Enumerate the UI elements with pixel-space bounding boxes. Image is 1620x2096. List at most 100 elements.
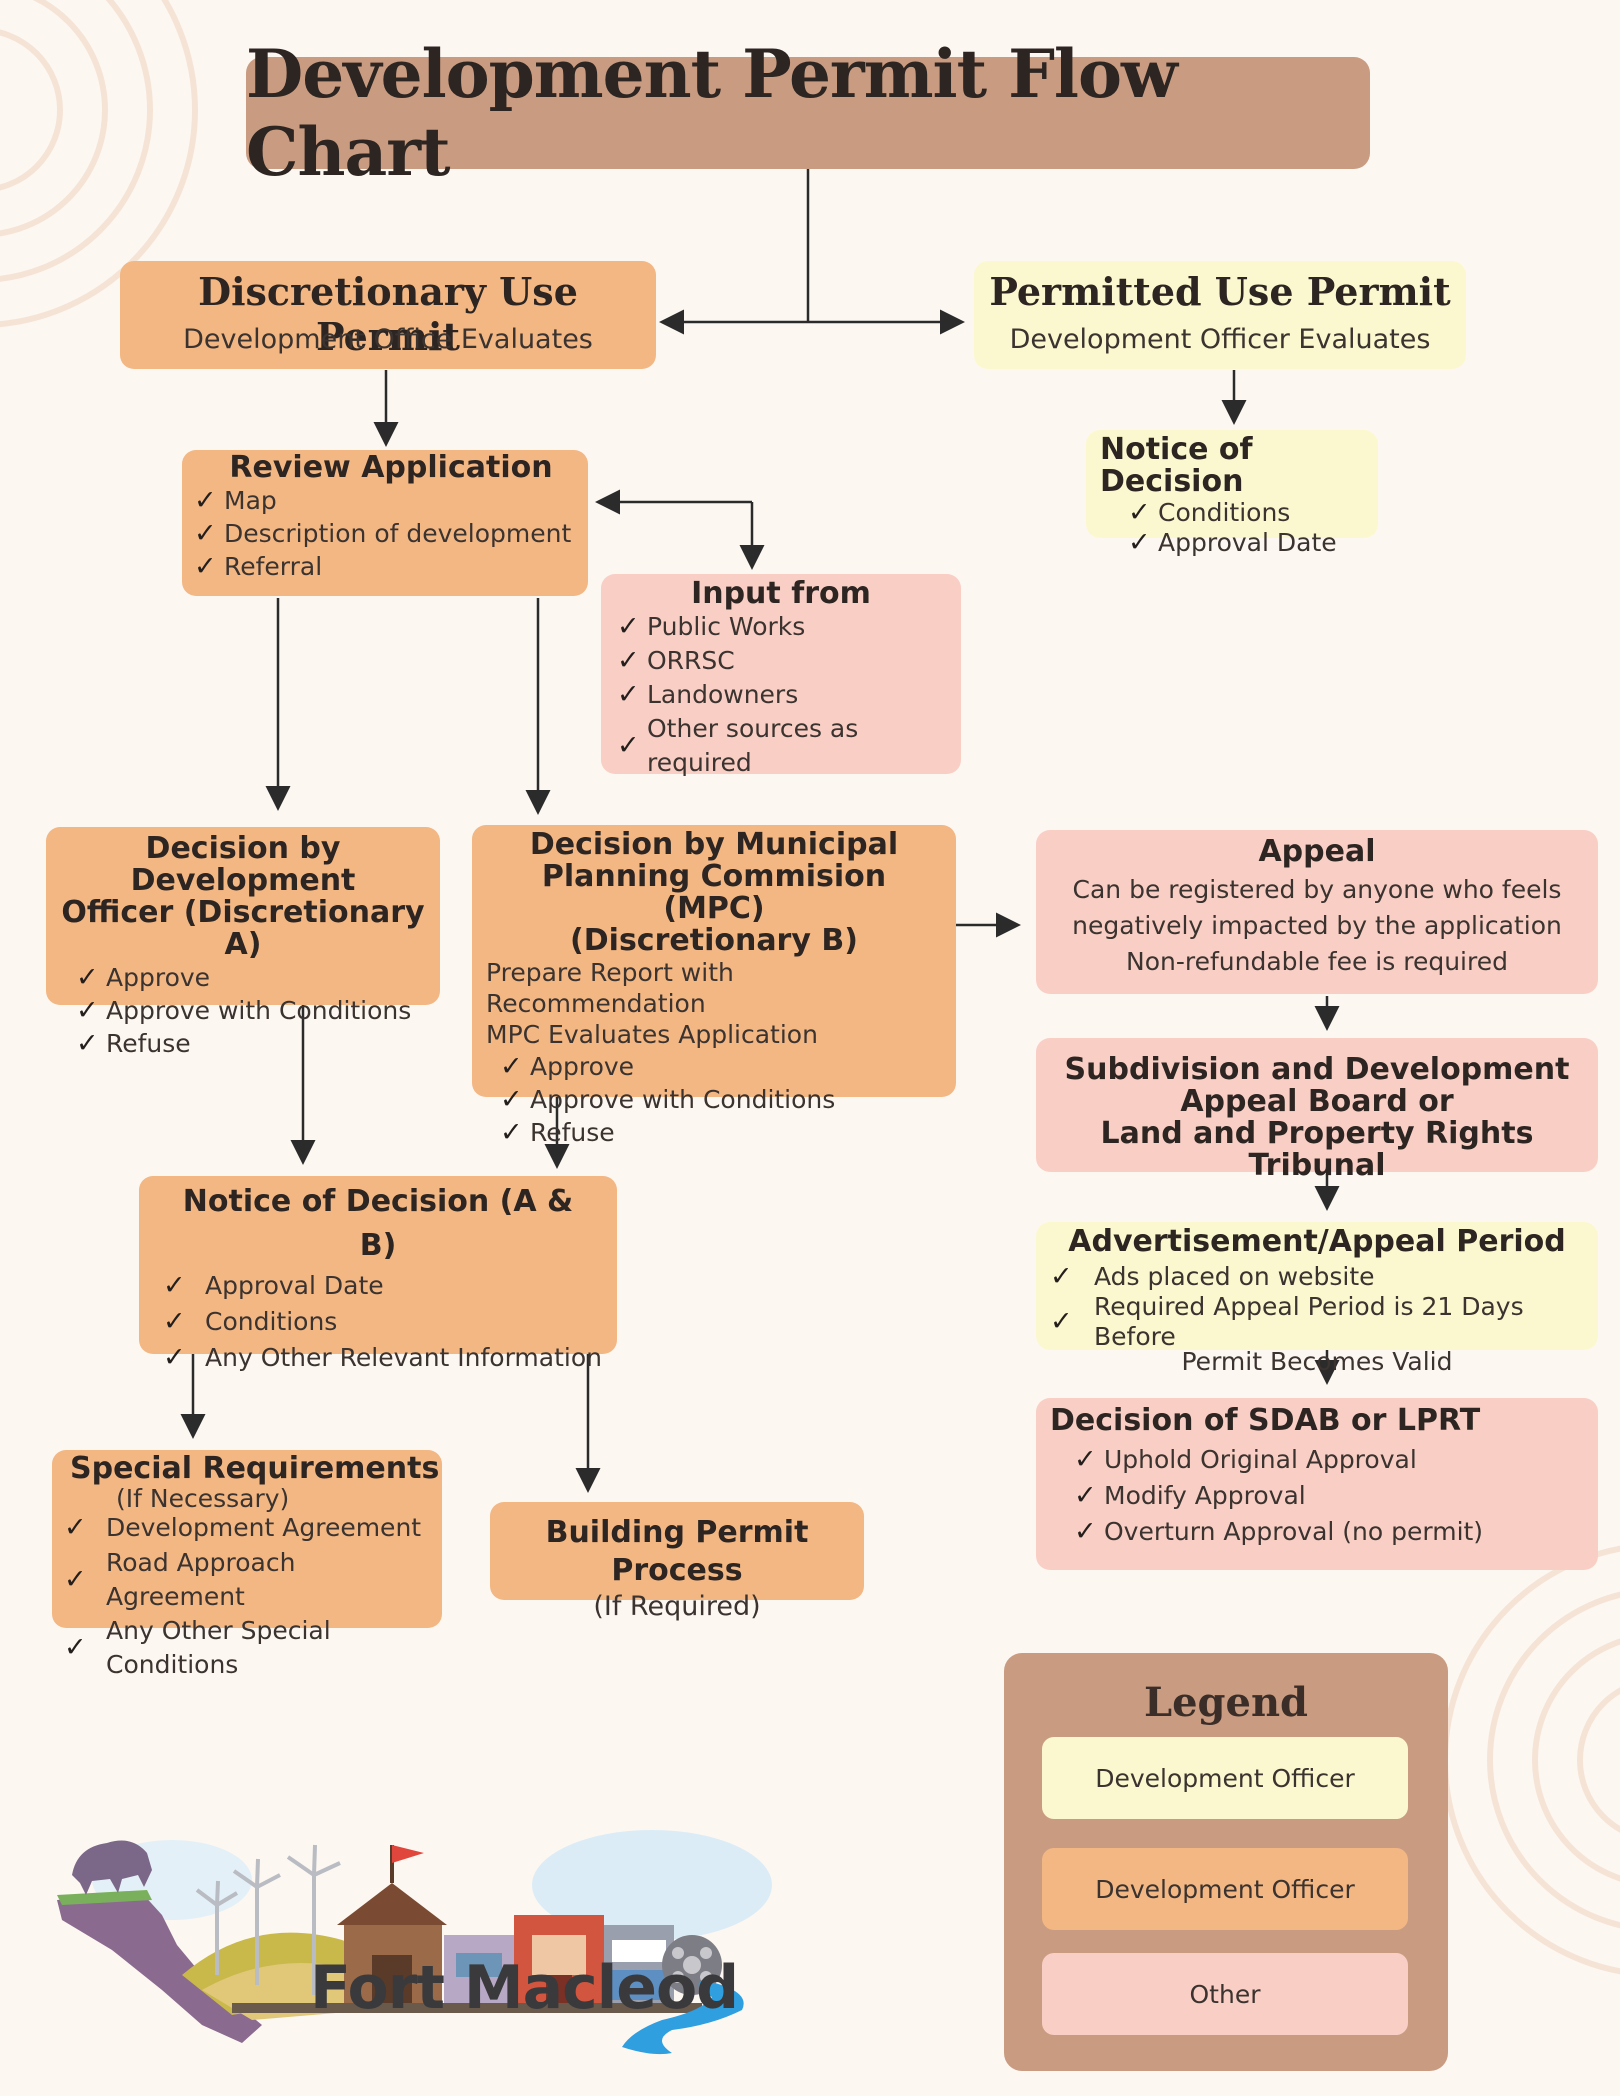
check-icon: ✓ <box>76 995 99 1026</box>
check-icon: ✓ <box>1128 527 1151 558</box>
check-icon: ✓ <box>76 1028 99 1059</box>
discretionary-use-box: Discretionary Use Permit Development Off… <box>120 261 656 369</box>
review-title: Review Application <box>229 450 553 485</box>
check-icon: ✓ <box>1128 497 1151 528</box>
appeal-line: negatively impacted by the application <box>1072 911 1562 940</box>
decision-b-title-3: (Discretionary B) <box>570 923 858 958</box>
legend-title: Legend <box>1143 1679 1309 1726</box>
notice-permitted-item: ✓Conditions <box>1128 497 1291 528</box>
advert-box: Advertisement/Appeal Period ✓Ads placed … <box>1036 1222 1598 1374</box>
discretionary-title: Discretionary Use Permit <box>198 269 578 359</box>
notice-ab-title: Notice of Decision (A & B) <box>182 1184 574 1263</box>
check-icon: ✓ <box>500 1084 523 1115</box>
advert-title: Advertisement/Appeal Period <box>1068 1224 1566 1259</box>
check-icon: ✓ <box>1050 1261 1073 1292</box>
decision-b-text-2: MPC Evaluates Application <box>486 1020 818 1049</box>
decision-a-item: ✓Approve <box>76 962 211 993</box>
review-item: ✓Map <box>194 485 277 516</box>
notice-ab-item: ✓Any Other Relevant Information <box>163 1340 617 1376</box>
notice-permitted-title: Notice of Decision <box>1100 432 1253 499</box>
review-application-box: Review Application ✓Map ✓Description of … <box>182 450 588 596</box>
review-item: ✓Description of development <box>194 518 572 549</box>
decision-a-item: ✓Approve with Conditions <box>76 995 412 1026</box>
decision-a-item: ✓Refuse <box>76 1028 191 1059</box>
check-icon: ✓ <box>64 1632 87 1663</box>
appeal-box: Appeal Can be registered by anyone who f… <box>1036 830 1598 994</box>
decision-b-item: ✓Refuse <box>500 1117 615 1148</box>
legend-item-development-officer-orange: Development Officer <box>1042 1848 1408 1930</box>
town-illustration <box>57 1830 772 2055</box>
legend: Legend Development Officer Development O… <box>1004 1653 1448 2071</box>
decision-b-box: Decision by Municipal Planning Commision… <box>472 825 956 1148</box>
check-icon: ✓ <box>163 1270 186 1301</box>
sdab-line: Subdivision and Development <box>1064 1052 1570 1087</box>
check-icon: ✓ <box>163 1306 186 1337</box>
check-icon: ✓ <box>76 962 99 993</box>
decision-sdab-item: ✓Modify Approval <box>1050 1478 1598 1514</box>
check-icon: ✓ <box>194 518 217 549</box>
decision-sdab-box: Decision of SDAB or LPRT ✓Uphold Origina… <box>1036 1398 1598 1570</box>
permitted-title: Permitted Use Permit <box>989 269 1451 314</box>
decision-sdab-item: ✓Overturn Approval (no permit) <box>1050 1514 1598 1550</box>
decision-b-text-1: Prepare Report with Recommendation <box>486 958 734 1018</box>
check-icon: ✓ <box>1074 1444 1097 1475</box>
advert-item: ✓Ads placed on website <box>1050 1261 1375 1292</box>
notice-permitted-box: Notice of Decision ✓Conditions ✓Approval… <box>1086 430 1378 558</box>
check-icon: ✓ <box>617 645 640 676</box>
check-icon: ✓ <box>1074 1480 1097 1511</box>
notice-ab-item: ✓Conditions <box>163 1304 617 1340</box>
decision-sdab-item: ✓Uphold Original Approval <box>1050 1442 1598 1478</box>
title-banner: Development Permit Flow Chart <box>246 35 1370 191</box>
decision-a-title-1: Decision by Development <box>130 831 356 898</box>
decision-a-box: Decision by Development Officer (Discret… <box>46 827 440 1059</box>
check-icon: ✓ <box>617 611 640 642</box>
building-subtitle: (If Required) <box>593 1591 761 1622</box>
check-icon: ✓ <box>617 679 640 710</box>
check-icon: ✓ <box>64 1564 87 1595</box>
check-icon: ✓ <box>194 485 217 516</box>
special-item: ✓Road Approach Agreement <box>64 1548 296 1611</box>
advert-item: ✓Required Appeal Period is 21 Days Befor… <box>1050 1292 1524 1351</box>
input-item: ✓Other sources as required <box>617 714 859 777</box>
notice-ab-box: Notice of Decision (A & B) ✓Approval Dat… <box>139 1176 617 1373</box>
logo-text: Fort Macleod <box>310 1953 739 2023</box>
fort-macleod-logo: Fort Macleod <box>52 1775 802 2065</box>
input-from-box: Input from ✓Public Works ✓ORRSC ✓Landown… <box>601 574 961 777</box>
check-icon: ✓ <box>500 1051 523 1082</box>
check-icon: ✓ <box>1050 1306 1073 1337</box>
appeal-line: Non-refundable fee is required <box>1126 947 1508 976</box>
decision-b-item: ✓Approve with Conditions <box>500 1084 836 1115</box>
special-subtitle: (If Necessary) <box>116 1484 290 1513</box>
input-item: ✓ORRSC <box>617 645 735 676</box>
building-permit-box: Building Permit Process (If Required) <box>490 1502 864 1622</box>
decision-a-title-2: Officer (Discretionary A) <box>61 895 425 962</box>
legend-item-other: Other <box>1042 1953 1408 2035</box>
decision-b-item: ✓Approve <box>500 1051 635 1082</box>
advert-item-continued: Permit Becomes Valid <box>1181 1347 1453 1376</box>
discretionary-subtitle: Development Office Evaluates <box>183 324 593 355</box>
sdab-line: Appeal Board or <box>1180 1084 1454 1119</box>
check-icon: ✓ <box>64 1512 87 1543</box>
decision-sdab-title: Decision of SDAB or LPRT <box>1050 1403 1481 1438</box>
check-icon: ✓ <box>194 551 217 582</box>
special-requirements-box: Special Requirements (If Necessary) ✓Dev… <box>52 1450 442 1679</box>
special-item: ✓Any Other Special Conditions <box>64 1616 331 1679</box>
input-item: ✓Public Works <box>617 611 806 642</box>
building-title: Building Permit Process <box>545 1515 809 1588</box>
appeal-title: Appeal <box>1258 834 1376 869</box>
permitted-subtitle: Development Officer Evaluates <box>1009 324 1431 355</box>
notice-permitted-item: ✓Approval Date <box>1128 527 1337 558</box>
input-title: Input from <box>691 576 871 611</box>
check-icon: ✓ <box>500 1117 523 1148</box>
appeal-line: Can be registered by anyone who feels <box>1072 875 1562 904</box>
notice-ab-item: ✓Approval Date <box>163 1268 617 1304</box>
decision-b-title-2: Planning Commision (MPC) <box>541 859 887 926</box>
check-icon: ✓ <box>163 1342 186 1373</box>
sdab-box: Subdivision and Development Appeal Board… <box>1036 1038 1598 1182</box>
check-icon: ✓ <box>617 730 640 761</box>
legend-item-development-officer-yellow: Development Officer <box>1042 1737 1408 1819</box>
decision-b-title-1: Decision by Municipal <box>529 827 899 862</box>
sdab-line: Land and Property Rights Tribunal <box>1100 1116 1534 1183</box>
check-icon: ✓ <box>1074 1516 1097 1547</box>
